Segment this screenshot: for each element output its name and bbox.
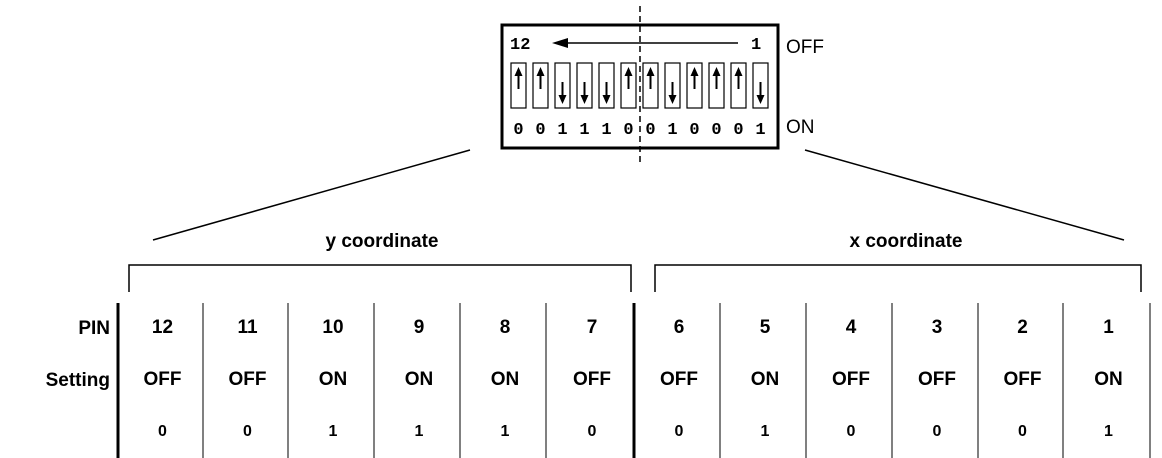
dip-bit-6: 0 [645, 121, 655, 140]
pin-cell-6: 6 [674, 317, 685, 338]
dip-bit-9: 1 [579, 121, 589, 140]
setting-cell-12: OFF [144, 369, 182, 390]
x-coordinate-bracket [654, 264, 1142, 292]
pin-cell-5: 5 [760, 317, 771, 338]
setting-cell-4: OFF [832, 369, 870, 390]
dip-switch-4 [686, 62, 703, 109]
pin-cell-9: 9 [414, 317, 425, 338]
bit-cell-12: 0 [158, 423, 167, 440]
setting-cell-9: ON [405, 369, 434, 390]
fan-line-left [152, 149, 471, 241]
setting-cell-1: ON [1094, 369, 1123, 390]
setting-cell-8: ON [491, 369, 520, 390]
dip-switch-8 [598, 62, 615, 109]
dip-switch-body [500, 23, 780, 150]
dip-switch-10 [554, 62, 571, 109]
bit-cell-4: 0 [847, 423, 856, 440]
y-coordinate-label: y coordinate [326, 231, 439, 252]
dip-bit-5: 1 [667, 121, 677, 140]
dip-switch-slots [510, 62, 769, 109]
dip-bit-3: 0 [711, 121, 721, 140]
dip-bit-4: 0 [689, 121, 699, 140]
pin-cell-2: 2 [1017, 317, 1028, 338]
dip-right-pin-label: 1 [751, 36, 761, 55]
bit-cell-6: 0 [675, 423, 684, 440]
y-coordinate-bracket [128, 264, 632, 292]
dip-bit-12: 0 [513, 121, 523, 140]
dip-bit-1: 1 [755, 121, 765, 140]
pin-cell-12: 12 [152, 317, 173, 338]
bit-cell-2: 0 [1018, 423, 1027, 440]
bit-cell-1: 1 [1104, 423, 1113, 440]
dip-switch-6 [642, 62, 659, 109]
setting-cell-2: OFF [1004, 369, 1042, 390]
dip-bit-11: 0 [535, 121, 545, 140]
dip-switch-9 [576, 62, 593, 109]
dip-switch-3 [708, 62, 725, 109]
dip-bit-8: 1 [601, 121, 611, 140]
setting-cell-5: ON [751, 369, 780, 390]
pin-cell-10: 10 [322, 317, 343, 338]
setting-cell-10: ON [319, 369, 348, 390]
pin-order-arrow [552, 38, 738, 48]
dip-switch-7 [620, 62, 637, 109]
bit-cell-9: 1 [415, 423, 424, 440]
fan-line-right [804, 149, 1125, 241]
on-label: ON [786, 117, 815, 138]
x-coordinate-label: x coordinate [850, 231, 963, 252]
pin-cell-8: 8 [500, 317, 511, 338]
bit-cell-8: 1 [501, 423, 510, 440]
pin-cell-7: 7 [587, 317, 598, 338]
dip-switch-12 [510, 62, 527, 109]
setting-cell-11: OFF [229, 369, 267, 390]
dip-switch-2 [730, 62, 747, 109]
setting-cell-7: OFF [573, 369, 611, 390]
row-label-setting: Setting [46, 370, 110, 391]
setting-cell-6: OFF [660, 369, 698, 390]
dip-switch-11 [532, 62, 549, 109]
off-label: OFF [786, 37, 824, 58]
dip-bit-7: 0 [623, 121, 633, 140]
setting-cell-3: OFF [918, 369, 956, 390]
pin-cell-1: 1 [1103, 317, 1114, 338]
bit-cell-5: 1 [761, 423, 770, 440]
row-label-pin: PIN [78, 318, 110, 339]
pin-cell-11: 11 [237, 317, 258, 338]
bit-cell-10: 1 [329, 423, 338, 440]
dip-switch-5 [664, 62, 681, 109]
bit-cell-11: 0 [243, 423, 252, 440]
pin-cell-4: 4 [846, 317, 857, 338]
dip-bit-2: 0 [733, 121, 743, 140]
bit-cell-3: 0 [933, 423, 942, 440]
dip-left-pin-label: 12 [510, 36, 530, 55]
pin-cell-3: 3 [932, 317, 943, 338]
bit-cell-7: 0 [588, 423, 597, 440]
dip-switch-1 [752, 62, 769, 109]
dip-bit-10: 1 [557, 121, 567, 140]
pin-setting-table: 12OFF011OFF010ON19ON18ON17OFF06OFF05ON14… [116, 303, 1151, 458]
